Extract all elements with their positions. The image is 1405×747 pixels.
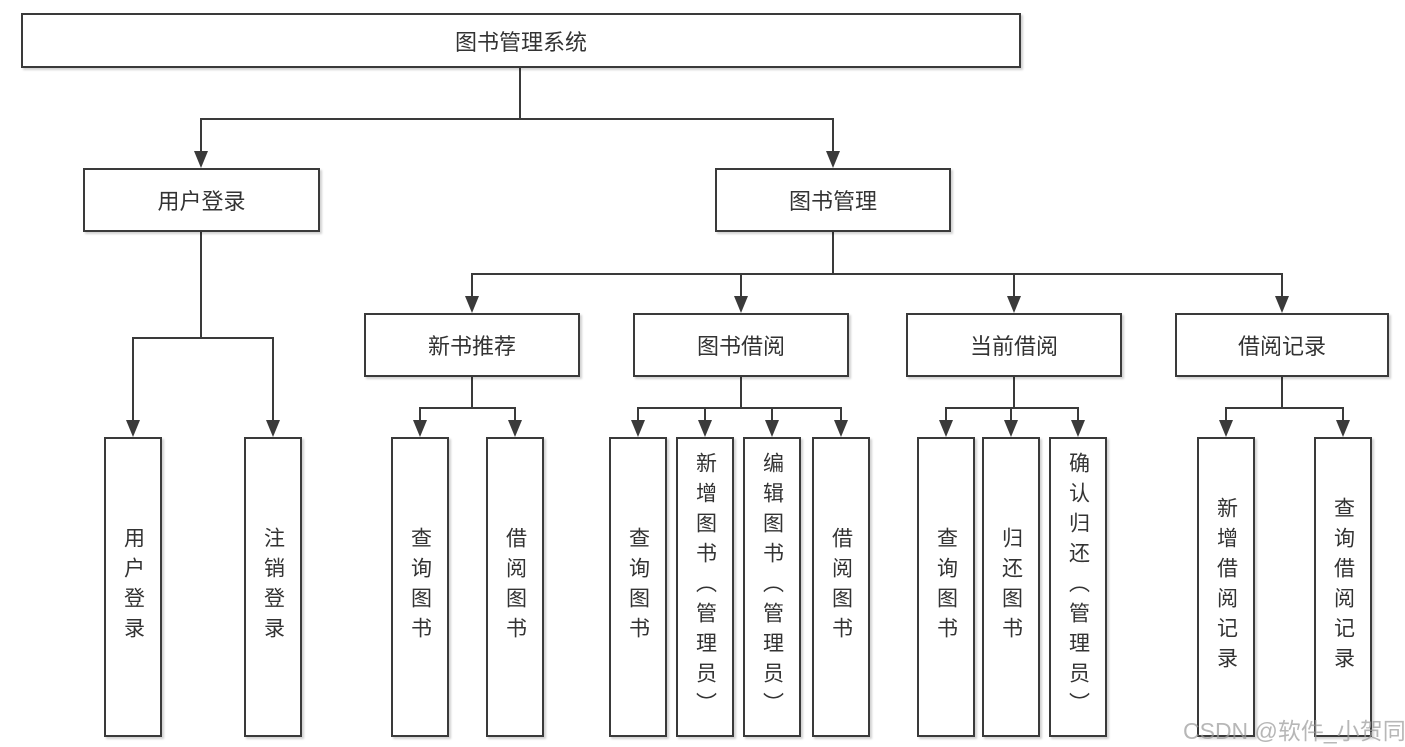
node-root: 图书管理系统 <box>21 13 1021 68</box>
leaf-label: 编辑图书（管理员） <box>760 452 784 722</box>
arrow-down-icon <box>126 337 140 437</box>
arrow-down-icon <box>508 407 522 437</box>
leaf-query-borrow-record: 查询借阅记录 <box>1314 437 1372 737</box>
node-current-borrow-label: 当前借阅 <box>969 334 1058 359</box>
arrow-down-icon <box>1275 273 1289 313</box>
leaf-label: 查询图书 <box>626 527 650 647</box>
leaf-label: 查询借阅记录 <box>1331 497 1355 677</box>
connector-line <box>200 118 834 120</box>
leaf-add-book-admin: 新增图书（管理员） <box>676 437 734 737</box>
leaf-query-book-2: 查询图书 <box>609 437 667 737</box>
arrow-down-icon <box>631 407 645 437</box>
connector-line <box>132 337 274 339</box>
leaf-label: 归还图书 <box>999 527 1023 647</box>
node-root-label: 图书管理系统 <box>454 29 587 55</box>
connector-line <box>471 273 1283 275</box>
leaf-label: 新增图书（管理员） <box>693 452 717 722</box>
arrow-down-icon <box>1071 407 1085 437</box>
leaf-label: 查询图书 <box>408 527 432 647</box>
connector-line <box>740 377 742 407</box>
arrow-down-icon <box>413 407 427 437</box>
connector-line <box>832 232 834 273</box>
connector-line <box>945 407 1079 409</box>
connector-line <box>1281 377 1283 407</box>
leaf-add-borrow-record: 新增借阅记录 <box>1197 437 1255 737</box>
node-user-login: 用户登录 <box>83 168 320 232</box>
arrow-down-icon <box>1004 407 1018 437</box>
node-current-borrow: 当前借阅 <box>906 313 1122 377</box>
leaf-label: 注销登录 <box>261 527 285 647</box>
leaf-label: 确认归还（管理员） <box>1066 452 1090 722</box>
leaf-confirm-return-admin: 确认归还（管理员） <box>1049 437 1107 737</box>
node-user-login-label: 用户登录 <box>157 189 246 214</box>
arrow-down-icon <box>939 407 953 437</box>
leaf-borrow-book-2: 借阅图书 <box>812 437 870 737</box>
connector-line <box>419 407 516 409</box>
arrow-down-icon <box>826 118 840 168</box>
leaf-return-book: 归还图书 <box>982 437 1040 737</box>
leaf-label: 借阅图书 <box>829 527 853 647</box>
leaf-user-login: 用户登录 <box>104 437 162 737</box>
leaf-edit-book-admin: 编辑图书（管理员） <box>743 437 801 737</box>
leaf-borrow-book-1: 借阅图书 <box>486 437 544 737</box>
arrow-down-icon <box>765 407 779 437</box>
node-book-borrow: 图书借阅 <box>633 313 849 377</box>
node-book-mgmt-label: 图书管理 <box>788 189 877 214</box>
leaf-query-book-3: 查询图书 <box>917 437 975 737</box>
node-borrow-record: 借阅记录 <box>1175 313 1389 377</box>
arrow-down-icon <box>698 407 712 437</box>
connector-line <box>471 377 473 407</box>
leaf-label: 借阅图书 <box>503 527 527 647</box>
node-borrow-record-label: 借阅记录 <box>1237 334 1326 359</box>
arrow-down-icon <box>834 407 848 437</box>
leaf-label: 新增借阅记录 <box>1214 497 1238 677</box>
node-book-borrow-label: 图书借阅 <box>696 334 785 359</box>
leaf-label: 用户登录 <box>121 527 145 647</box>
arrow-down-icon <box>734 273 748 313</box>
node-new-book-rec-label: 新书推荐 <box>427 334 516 359</box>
node-new-book-rec: 新书推荐 <box>364 313 580 377</box>
connector-line <box>637 407 842 409</box>
connector-line <box>519 68 521 118</box>
leaf-logout: 注销登录 <box>244 437 302 737</box>
node-book-mgmt: 图书管理 <box>715 168 951 232</box>
connector-line <box>1013 377 1015 407</box>
arrow-down-icon <box>465 273 479 313</box>
arrow-down-icon <box>1336 407 1350 437</box>
leaf-label: 查询图书 <box>934 527 958 647</box>
leaf-query-book-1: 查询图书 <box>391 437 449 737</box>
csdn-watermark: CSDN @软件_小贺同学 <box>1183 718 1405 744</box>
arrow-down-icon <box>194 118 208 168</box>
arrow-down-icon <box>1007 273 1021 313</box>
arrow-down-icon <box>266 337 280 437</box>
connector-line <box>200 232 202 337</box>
connector-line <box>1225 407 1344 409</box>
arrow-down-icon <box>1219 407 1233 437</box>
